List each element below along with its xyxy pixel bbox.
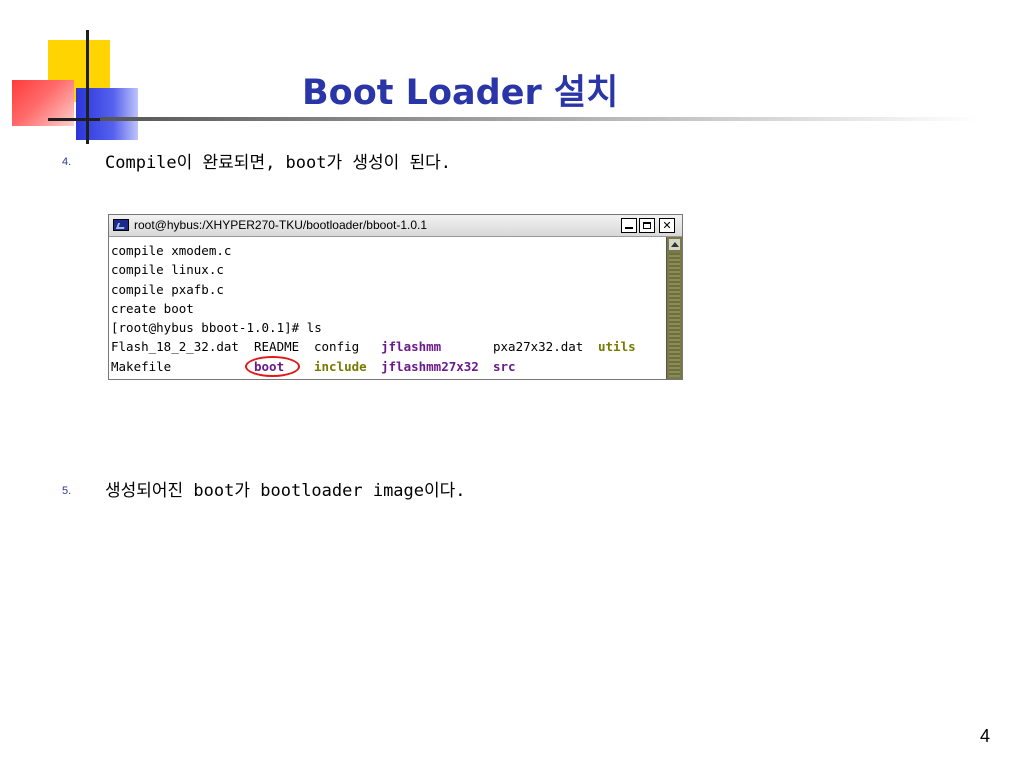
- file-entry: README: [254, 339, 300, 355]
- page-number: 4: [980, 726, 991, 746]
- terminal-output: compile xmodem.c compile linux.c compile…: [111, 241, 663, 377]
- terminal-line: [root@hybus bboot-1.0.1]# ls: [111, 320, 322, 336]
- terminal-window: root@hybus:/XHYPER270-TKU/bootloader/bbo…: [108, 214, 683, 380]
- terminal-titlebar: root@hybus:/XHYPER270-TKU/bootloader/bbo…: [109, 215, 682, 237]
- minimize-icon[interactable]: [621, 218, 637, 233]
- file-entry: config: [314, 339, 360, 355]
- directory-entry: src: [493, 358, 516, 374]
- terminal-app-icon: [113, 219, 129, 231]
- terminal-scrollbar[interactable]: [666, 237, 682, 379]
- terminal-title: root@hybus:/XHYPER270-TKU/bootloader/bbo…: [134, 218, 428, 232]
- directory-entry: jflashmm: [381, 339, 442, 355]
- file-entry: pxa27x32.dat: [493, 339, 584, 355]
- terminal-line: compile pxafb.c: [111, 281, 224, 297]
- file-entry: Makefile: [111, 358, 172, 374]
- terminal-line: compile linux.c: [111, 262, 224, 278]
- slide-title: Boot Loader 설치: [302, 73, 619, 113]
- file-entry: jflashmm27x32: [381, 358, 479, 374]
- ls-output-row: Makefile boot include jflashmm27x32 src: [111, 355, 663, 377]
- bullet-number: 5.: [62, 485, 72, 497]
- scrollbar-thumb[interactable]: [669, 253, 680, 377]
- bullet-text: 생성되어진 boot가 bootloader image이다.: [105, 481, 466, 501]
- scroll-up-icon[interactable]: [669, 239, 680, 250]
- bullet-text: Compile이 완료되면, boot가 생성이 된다.: [105, 153, 452, 173]
- maximize-icon[interactable]: [639, 218, 655, 233]
- directory-entry: include: [314, 358, 367, 374]
- ls-output-row: Flash_18_2_32.dat README config jflashmm…: [111, 337, 663, 356]
- logo-vertical-line: [86, 30, 89, 144]
- close-icon[interactable]: [659, 218, 675, 233]
- boot-highlight-circle: [245, 355, 300, 377]
- logo-horizontal-line: [48, 118, 100, 121]
- directory-entry: utils: [598, 339, 636, 355]
- title-underline: [100, 117, 980, 121]
- terminal-line: compile xmodem.c: [111, 243, 232, 258]
- file-entry: Flash_18_2_32.dat: [111, 339, 239, 355]
- bullet-number: 4.: [62, 156, 72, 168]
- terminal-line: create boot: [111, 300, 194, 316]
